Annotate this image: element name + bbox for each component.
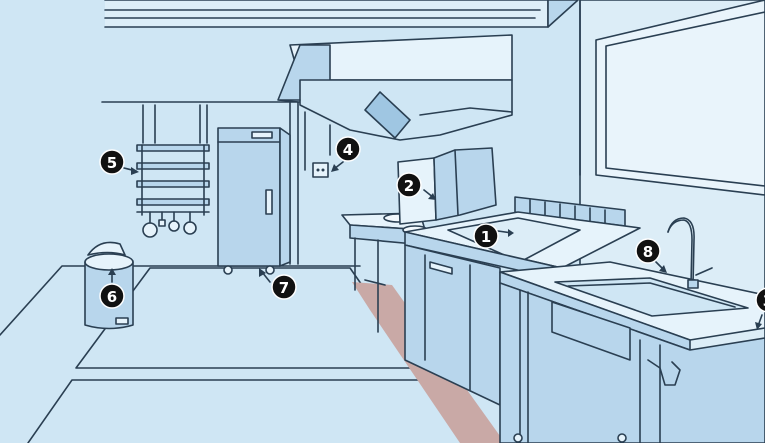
- marker-2: 2: [397, 173, 421, 197]
- marker-1-label: 1: [481, 228, 491, 246]
- sink-counter: [500, 262, 765, 443]
- marker-5-label: 5: [107, 154, 117, 172]
- marker-4-label: 4: [343, 141, 353, 159]
- marker-8-label: 8: [643, 243, 653, 261]
- electrical-outlet: [313, 163, 328, 177]
- marker-5: 5: [100, 150, 124, 174]
- marker-7: 7: [272, 275, 296, 299]
- marker-6-label: 6: [107, 288, 117, 306]
- marker-4: 4: [336, 137, 360, 161]
- marker-6: 6: [100, 284, 124, 308]
- reach-in-refrigerator: [218, 128, 290, 274]
- ceiling-bulkhead: [105, 0, 578, 27]
- marker-2-label: 2: [404, 177, 414, 195]
- marker-7-label: 7: [279, 279, 289, 297]
- marker-1: 1: [474, 224, 498, 248]
- marker-8: 8: [636, 239, 660, 263]
